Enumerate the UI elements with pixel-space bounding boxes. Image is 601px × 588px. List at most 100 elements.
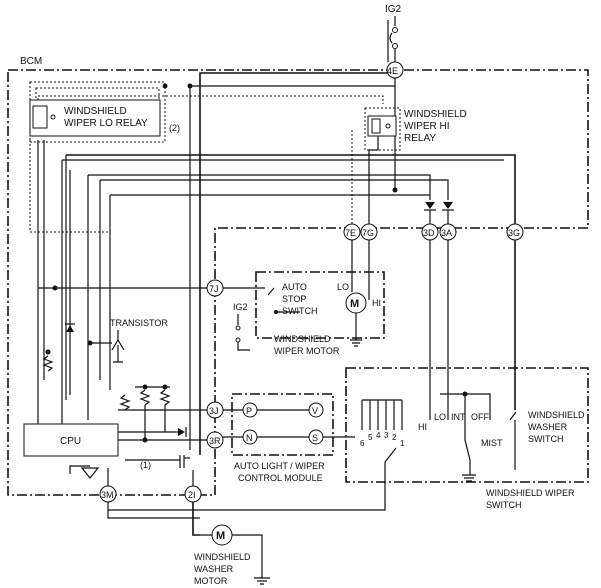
resistor-b-icon [159, 389, 171, 432]
ig2-fuse-contact-1 [392, 27, 398, 33]
switch-int: INT [451, 412, 466, 422]
hi-relay-coil [371, 118, 381, 134]
bus-180 [100, 179, 449, 200]
hi-relay-line1: WINDSHIELD [404, 109, 467, 120]
ig2-top-label: IG2 [385, 4, 402, 15]
module-pin-s [308, 429, 324, 445]
hi-relay-contact [385, 123, 391, 129]
washer-motor-icon [211, 524, 233, 546]
washer-ground-icon [254, 577, 270, 585]
wiper-motor-boundary [255, 271, 385, 339]
motor-ig2-label: IG2 [233, 302, 248, 312]
switch-lo: LO [434, 412, 446, 422]
washer-switch-1: WINDSHIELD [528, 410, 585, 420]
terminal-3D-label: 3D [423, 228, 435, 238]
int-selector-wire [108, 447, 397, 511]
wiper-switch-boundary [345, 367, 589, 483]
auto-stop-3: SWITCH [282, 306, 318, 316]
washer-switch-contact [509, 411, 517, 470]
washer-motor-name-3: MOTOR [194, 576, 228, 586]
wiper-motor-name-1: WINDSHIELD [274, 334, 331, 344]
motor-ig2-contact-1 [235, 325, 241, 331]
switch-positions: 6 5 4 3 2 1 [360, 431, 405, 448]
wiper-motor-name-2: WIPER MOTOR [274, 346, 340, 356]
module-s: S [312, 433, 318, 443]
transistor-label: TRANSISTOR [110, 318, 168, 328]
ref-1: (1) [140, 460, 151, 470]
diode-left-icon [66, 325, 74, 332]
junction-7J [52, 285, 58, 291]
terminal-3G-label: 3G [508, 228, 520, 238]
module-pin-v [308, 402, 324, 418]
switch-off: OFF [471, 412, 489, 422]
resistor-a-icon [139, 389, 151, 440]
hi-relay-dotted [364, 107, 401, 151]
lo-relay-dotted-return [29, 140, 110, 233]
washer-motor-name-2: WASHER [194, 564, 234, 574]
auto-stop-1: AUTO [282, 282, 307, 292]
auto-stop-node [274, 310, 278, 314]
bcm-label: BCM [20, 56, 42, 67]
bus-3G [66, 154, 516, 228]
terminal-3R [206, 431, 224, 449]
washer-motor-m: M [216, 530, 225, 542]
cpu-box [23, 423, 119, 457]
wire-3M-washer [107, 502, 200, 519]
module-p: P [246, 406, 252, 416]
lo-relay-contact [50, 114, 56, 120]
terminal-3R-label: 3R [209, 436, 221, 446]
switch-ground-icon [462, 474, 476, 482]
control-module-boundary [231, 393, 334, 456]
motor-hi-label: HI [372, 298, 381, 308]
wire-hi-7G [368, 136, 379, 224]
switch-wiper-contacts [440, 393, 491, 475]
diode-3D-icon [425, 202, 435, 209]
wiper-motor-m: M [350, 298, 359, 310]
washer-motor-wire [200, 534, 263, 578]
junction-resistor-left [45, 349, 51, 355]
power-bus-left [199, 72, 387, 455]
junction-3R [142, 437, 148, 443]
junction-bus-2 [187, 83, 193, 89]
module-v: V [312, 406, 318, 416]
terminal-7G-label: 7G [362, 228, 374, 238]
lo-relay-line1: WINDSHIELD [64, 106, 127, 117]
terminal-4E-label: 4E [387, 66, 398, 76]
ig2-fuse-contact-2 [392, 43, 398, 49]
module-pin-p [242, 402, 258, 418]
cpu-label: CPU [60, 436, 81, 447]
motor-ig2-contact-2 [235, 337, 241, 343]
switch-pos-6: 6 [360, 439, 365, 448]
terminal-2I-label: 2I [188, 490, 196, 500]
bcm-boundary [7, 69, 589, 496]
terminal-3M-label: 3M [101, 490, 114, 500]
resistor-c-icon [119, 394, 131, 411]
wiper-switch-name-2: SWITCH [486, 500, 522, 510]
switch-pos-1: 1 [400, 439, 405, 448]
gnd-wire-left [69, 465, 90, 474]
transistor-icon [111, 330, 125, 363]
wire-2I-washer [192, 502, 200, 536]
module-name-2: CONTROL MODULE [238, 473, 323, 483]
washer-motor-name-1: WINDSHIELD [194, 552, 251, 562]
hi-relay-line3: RELAY [404, 133, 436, 144]
int-resistor-ladder [361, 399, 403, 430]
motor-ground-icon [350, 313, 362, 347]
washer-switch-2: WASHER [528, 422, 568, 432]
fet-icon [179, 455, 190, 468]
ground-triangle-icon [80, 467, 100, 479]
ig2-fuse-icon [389, 32, 393, 44]
switch-pos-4: 4 [376, 431, 381, 440]
terminal-3J-label: 3J [209, 406, 219, 416]
switch-mist: MIST [481, 438, 503, 448]
bus-175 [88, 174, 431, 200]
washer-switch-3: SWITCH [528, 434, 564, 444]
module-pin-n [242, 429, 258, 445]
junction-bus-lo [162, 83, 168, 89]
auto-stop-switch-icon [267, 287, 300, 313]
terminal-7J-label: 7J [209, 284, 219, 294]
lo-relay-dotted-wire [37, 95, 384, 104]
junction-hi-relay [392, 187, 398, 193]
hi-relay-line2: WIPER HI [404, 121, 450, 132]
